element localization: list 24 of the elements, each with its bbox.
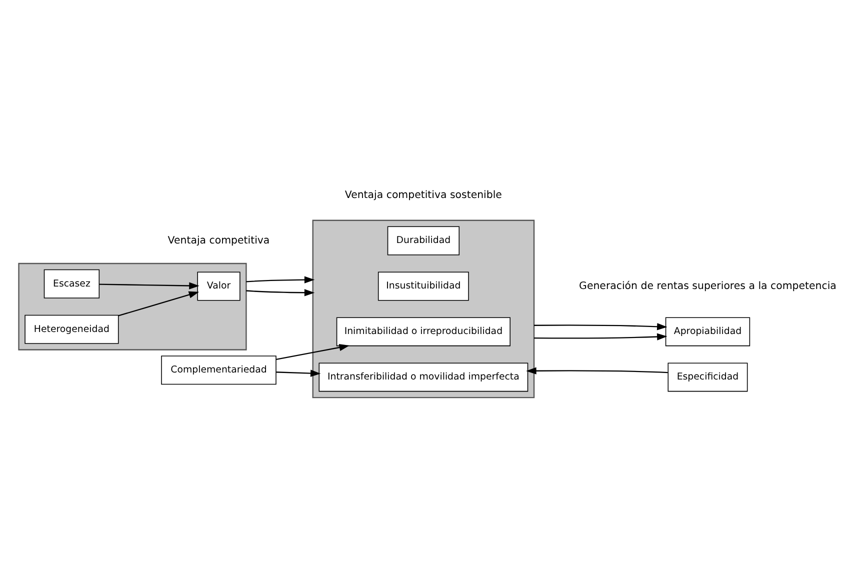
arrow [526,367,668,374]
node-box: Valor [197,272,240,301]
node-box: Escasez [44,269,100,298]
arrow [118,291,200,316]
label: Ventaja competitiva [168,235,270,246]
node-box: Complementariedad [161,356,276,385]
arrow [99,282,200,290]
arrow [246,289,315,296]
label: Generación de rentas superiores a la competencia [579,280,836,292]
cluster [312,220,535,398]
node-box: Especificidad [668,362,748,392]
node-box: Heterogeneidad [24,314,119,344]
arrow [534,333,668,340]
arrow [276,370,321,377]
cluster [18,262,247,350]
label: Ventaja competitiva sostenible [344,190,502,201]
arrow [276,344,350,360]
node-box: Apropiabilidad [665,317,750,346]
node-box: Intransferibilidad o movilidad imperfecta [318,362,528,392]
node-box: Durabilidad [387,226,460,256]
node-box: Insustituibilidad [378,272,469,301]
arrow [246,276,315,284]
arrow [534,323,668,330]
node-box: Inimitabilidad o irreproducibilidad [336,317,510,346]
